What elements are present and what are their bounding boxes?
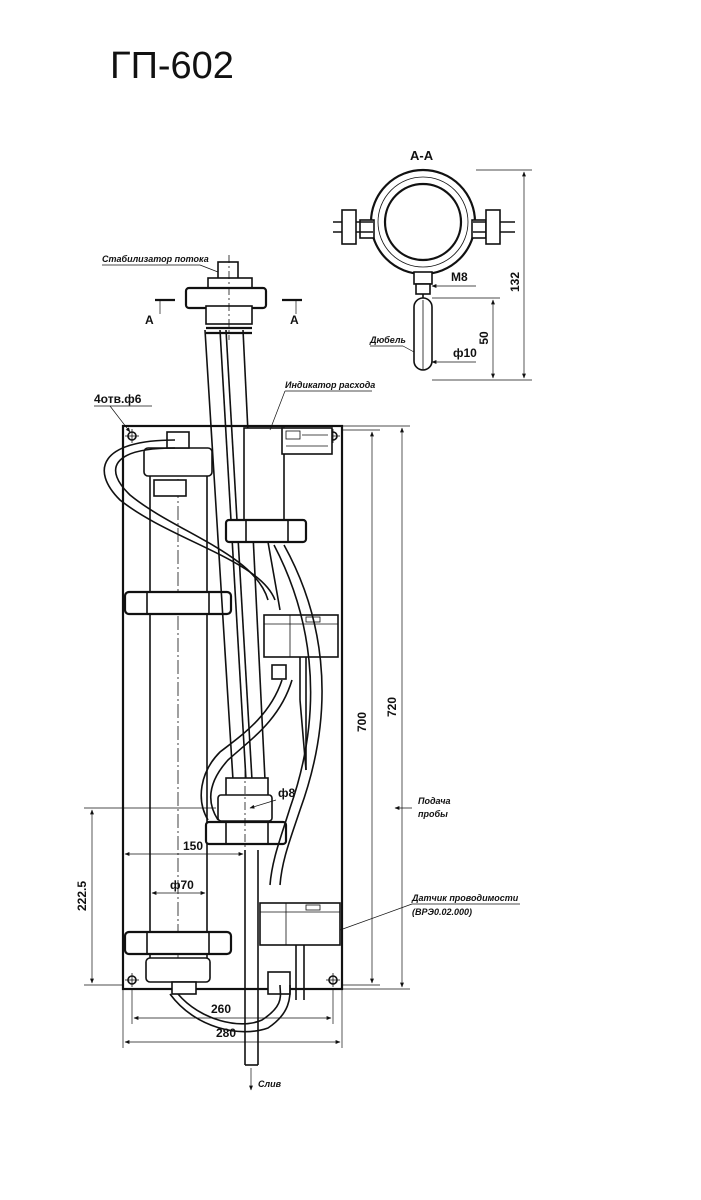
bolt-right — [485, 209, 501, 245]
sensor-label-line1: Датчик проводимости — [411, 893, 519, 903]
holes-label: 4отв.ф6 — [94, 392, 142, 406]
dim-50: 50 — [477, 331, 491, 345]
dim-phi8: ф8 — [278, 786, 296, 800]
dim-280: 280 — [216, 1026, 236, 1040]
sensor-box-upper — [263, 614, 339, 771]
clamp-upper — [123, 590, 233, 616]
dowel-label: Дюбель — [369, 335, 406, 345]
indicator-plate — [281, 427, 333, 455]
indicator-tube — [243, 427, 285, 521]
clamp-ear-left — [359, 219, 375, 239]
dim-132: 132 — [508, 272, 522, 292]
dim-phi10: ф10 — [453, 346, 477, 360]
cut-right-label: A — [290, 313, 299, 327]
drain-label: Слив — [258, 1079, 282, 1089]
probe-feed-line2: пробы — [418, 809, 448, 819]
cylinder-bottom-cap — [145, 957, 211, 983]
flow-stabilizer: Стабилизатор потока — [102, 254, 268, 340]
cylinder-phi70 — [123, 431, 233, 995]
drawing-title: ГП-602 — [110, 45, 234, 87]
sensor-label-line2: (ВРЭ0.02.000) — [412, 907, 472, 917]
dim-260: 260 — [211, 1002, 231, 1016]
dim-700: 700 — [355, 712, 369, 732]
nut — [413, 271, 433, 285]
dim-222: 222.5 — [75, 881, 89, 911]
sensor-box-lower: Датчик проводимости (ВРЭ0.02.000) — [259, 893, 520, 1000]
indicator-clamp — [224, 518, 308, 544]
dim-m8: М8 — [451, 270, 468, 284]
dimension-lines: 700 720 222.5 150 ф70 260 280 — [75, 425, 410, 1048]
section-cut-marks: A A — [145, 298, 302, 327]
clamp-ring-outer — [369, 168, 477, 276]
flexible-tubes — [103, 439, 323, 1033]
dim-150: 150 — [183, 839, 203, 853]
cylinder-top-cap — [143, 447, 213, 477]
section-view: А-А 132 50 М8 ф10 Дю — [333, 148, 532, 381]
flow-stabilizer-label: Стабилизатор потока — [102, 254, 209, 264]
clamp-lower — [123, 930, 233, 956]
mounting-holes — [125, 429, 340, 987]
flow-indicator-label: Индикатор расхода — [285, 380, 375, 390]
lower-fitting: ф8 — [204, 770, 296, 860]
section-label: А-А — [410, 148, 434, 163]
mounting-panel — [121, 424, 344, 991]
dim-720: 720 — [385, 697, 399, 717]
flow-indicator: Индикатор расхода — [224, 380, 375, 611]
clamp-ring-inner — [377, 176, 469, 268]
main-view: Стабилизатор потока A A Индикатор расход… — [94, 254, 520, 1091]
dim-phi70: ф70 — [170, 878, 194, 892]
bolt-left — [341, 209, 357, 245]
cylinder-window — [153, 479, 187, 497]
cut-left-label: A — [145, 313, 154, 327]
probe-feed-line1: Подача — [418, 796, 450, 806]
pipe-section — [383, 182, 463, 262]
